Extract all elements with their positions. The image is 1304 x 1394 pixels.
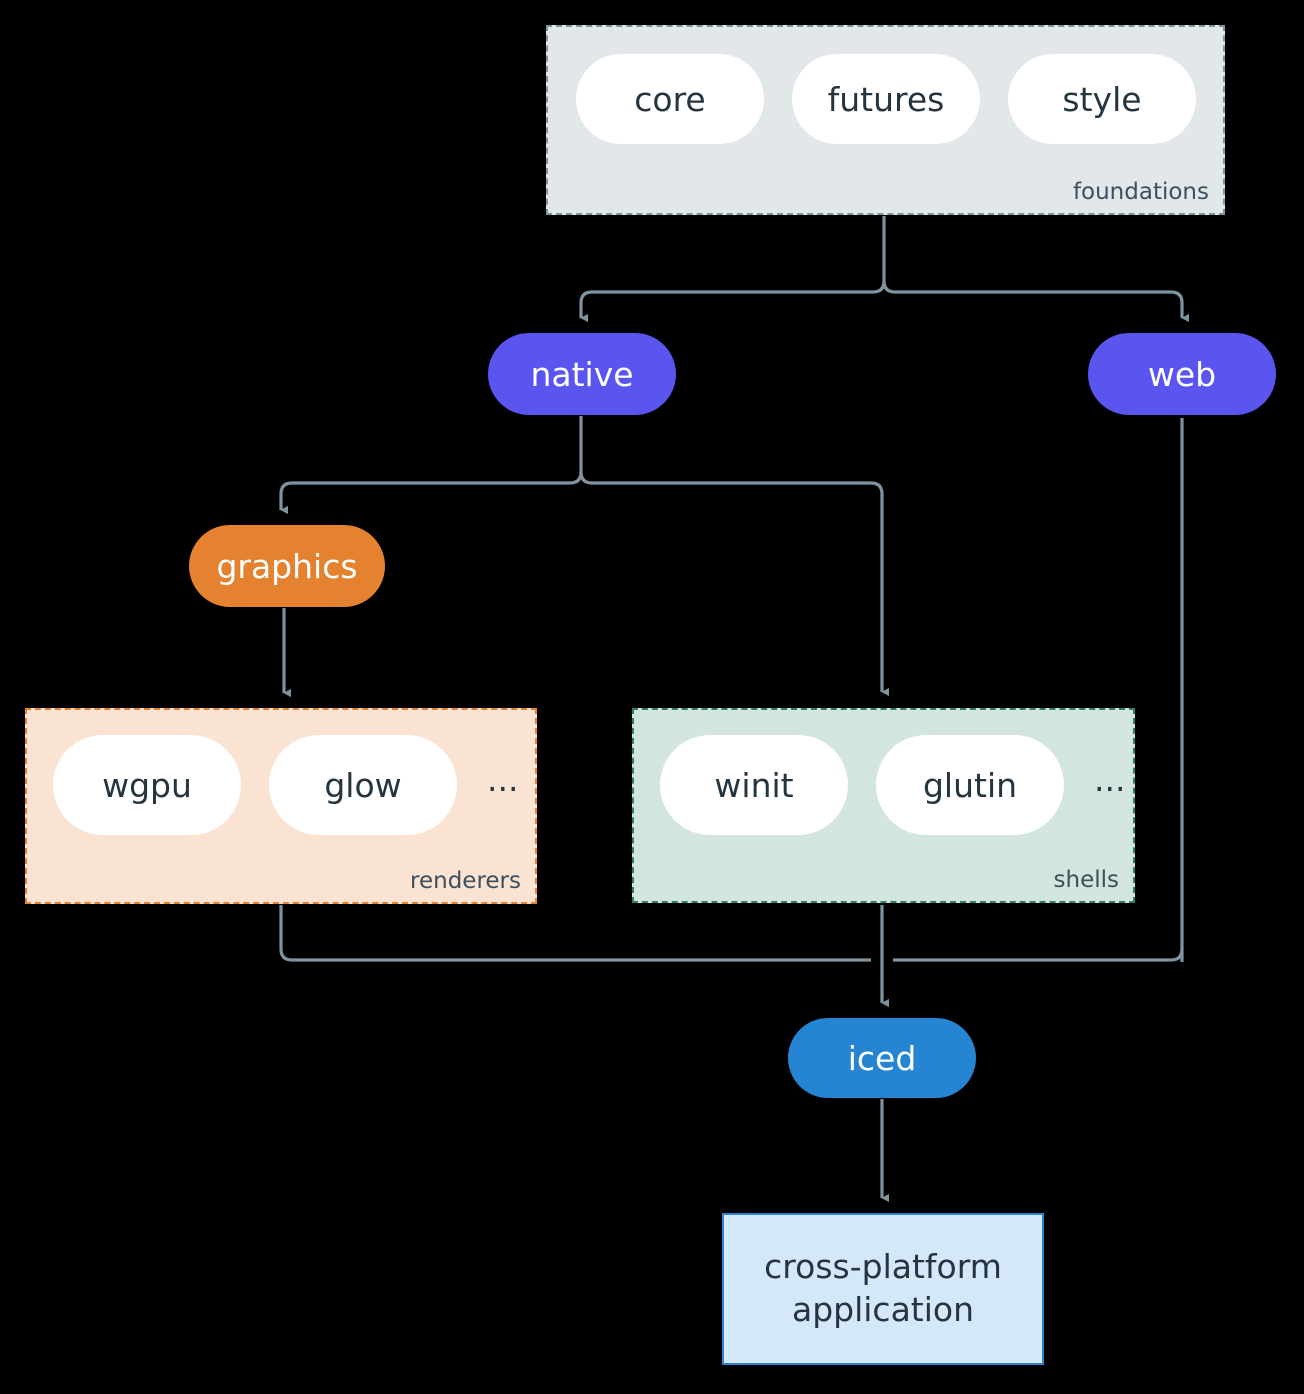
cluster-shells: winit glutin ... shells xyxy=(632,708,1135,903)
app-label-line1: cross-platform xyxy=(764,1247,1002,1287)
foundations-items: core futures style xyxy=(576,54,1196,144)
node-web[interactable]: web xyxy=(1088,333,1276,415)
node-winit[interactable]: winit xyxy=(660,735,848,835)
edge-foundations-native xyxy=(579,280,886,323)
shells-items: winit glutin ... xyxy=(660,735,1125,835)
cluster-label-foundations: foundations xyxy=(1072,179,1209,205)
node-cross-platform-application[interactable]: cross-platform application xyxy=(722,1213,1044,1365)
edge-foundations-web xyxy=(882,280,1189,323)
app-label-line2: application xyxy=(791,1290,975,1329)
node-native[interactable]: native xyxy=(488,333,676,415)
node-graphics[interactable]: graphics xyxy=(189,525,385,607)
edge-native-graphics xyxy=(279,471,583,515)
node-glow[interactable]: glow xyxy=(269,735,457,835)
node-iced[interactable]: iced xyxy=(788,1018,976,1098)
edge-renderers-iced xyxy=(279,905,871,962)
cluster-foundations: core futures style foundations xyxy=(546,25,1225,215)
node-core[interactable]: core xyxy=(576,54,764,144)
edge-native-shells xyxy=(579,471,889,697)
node-style[interactable]: style xyxy=(1008,54,1196,144)
cluster-renderers: wgpu glow ... renderers xyxy=(25,708,537,904)
node-futures[interactable]: futures xyxy=(792,54,980,144)
cluster-label-renderers: renderers xyxy=(410,868,521,894)
node-wgpu[interactable]: wgpu xyxy=(53,735,241,835)
cluster-label-shells: shells xyxy=(1053,867,1119,893)
node-glutin[interactable]: glutin xyxy=(876,735,1064,835)
shells-more-ellipsis: ... xyxy=(1094,759,1126,799)
renderers-more-ellipsis: ... xyxy=(487,759,519,799)
renderers-items: wgpu glow ... xyxy=(53,735,518,835)
